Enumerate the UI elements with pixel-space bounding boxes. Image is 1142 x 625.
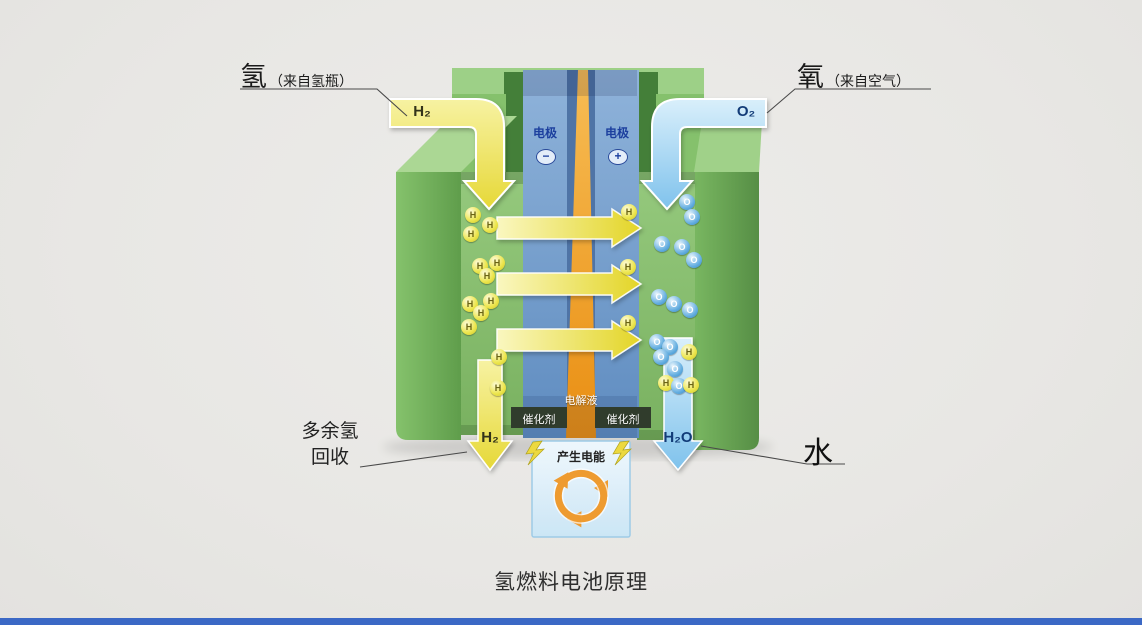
h2-inlet-label: H₂ — [413, 103, 431, 120]
water-label: 水 — [803, 437, 833, 470]
plus-terminal: + — [608, 149, 628, 165]
energy-cycle-icon — [553, 468, 609, 528]
hydrogen-label-line — [240, 88, 408, 117]
electrode-right-column — [595, 70, 639, 438]
catalyst-strip-left — [511, 407, 567, 428]
h2-outlet-label: H₂ — [481, 429, 499, 446]
electrode-right-label: 电极 — [604, 126, 629, 140]
oxygen-label-line — [766, 88, 931, 114]
electrode-left-column — [523, 70, 567, 438]
catalyst-left-label: 催化剂 — [522, 414, 556, 426]
casing-right-column — [694, 115, 762, 450]
catalyst-right-label: 催化剂 — [606, 414, 640, 426]
catalyst-strip-right — [595, 407, 651, 428]
lightning-icon — [525, 440, 545, 466]
energy-box — [525, 440, 632, 538]
oxygen-source-label: 氧 （来自空气） — [797, 55, 910, 94]
h2o-outlet-label: H₂O — [663, 429, 693, 446]
electrolyte-label: 电解液 — [564, 395, 598, 407]
o2-inlet-label: O₂ — [736, 103, 756, 120]
energy-label: 产生电能 — [556, 450, 605, 464]
excess-label-line — [359, 451, 468, 468]
hydrogen-sublabel: （来自氢瓶） — [269, 73, 353, 89]
lightning-icon — [612, 440, 632, 466]
footer-bar — [0, 618, 1142, 625]
h2-inlet-arrow — [389, 98, 517, 211]
diagram-title: 氢燃料电池原理 — [494, 571, 648, 594]
water-label-line — [700, 445, 845, 465]
hydrogen-source-label: 氢 （来自氢瓶） — [240, 55, 353, 94]
excess-line2: 回收 — [310, 446, 349, 468]
excess-hydrogen-label: 多余氢 回收 — [288, 419, 372, 470]
oxygen-label: 氧 — [797, 62, 824, 92]
label-lines — [240, 88, 931, 468]
excess-line1: 多余氢 — [301, 421, 359, 442]
proton-flow-arrows — [496, 207, 643, 361]
minus-terminal: − — [536, 149, 556, 165]
hydrogen-label: 氢 — [240, 62, 267, 92]
electrode-left-label: 电极 — [532, 126, 557, 140]
oxygen-sublabel: （来自空气） — [826, 73, 910, 89]
